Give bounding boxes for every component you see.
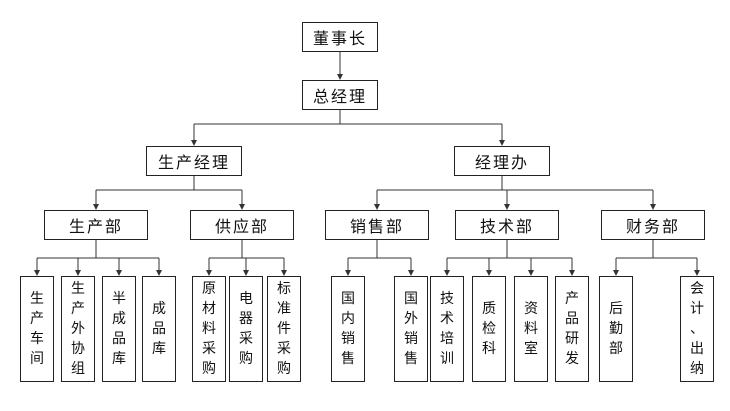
- arrowhead: [239, 204, 245, 210]
- arrowhead: [504, 204, 510, 210]
- arrowhead: [499, 140, 505, 146]
- technology-dept-box: 技术部: [455, 210, 559, 240]
- unit-quality-inspection: 质检科: [472, 276, 506, 382]
- chairman-box: 董事长: [302, 22, 378, 52]
- unit-product-rd: 产品研发: [555, 276, 589, 382]
- arrowhead: [694, 270, 700, 276]
- arrowhead: [281, 270, 287, 276]
- production-dept-box: 生产部: [44, 210, 148, 240]
- arrowhead: [408, 270, 414, 276]
- arrowhead: [486, 270, 492, 276]
- manager-office-box: 经理办: [454, 146, 550, 176]
- arrowhead: [191, 140, 197, 146]
- unit-logistics: 后勤部: [599, 276, 633, 382]
- arrowhead: [75, 270, 81, 276]
- arrowhead: [116, 270, 122, 276]
- unit-finished-store: 成品库: [142, 276, 176, 382]
- arrowhead: [93, 204, 99, 210]
- unit-archive-room: 资料室: [514, 276, 548, 382]
- production-manager-box: 生产经理: [146, 146, 242, 176]
- arrowhead: [444, 270, 450, 276]
- arrowhead: [345, 270, 351, 276]
- arrowhead: [374, 204, 380, 210]
- unit-foreign-sales: 国外销售: [394, 276, 428, 382]
- sales-dept-box: 销售部: [325, 210, 429, 240]
- unit-electrical-purchase: 电器采购: [229, 276, 263, 382]
- arrowhead: [34, 270, 40, 276]
- arrowhead: [156, 270, 162, 276]
- general-manager-box: 总经理: [302, 80, 378, 110]
- arrowhead: [528, 270, 534, 276]
- arrowhead: [569, 270, 575, 276]
- unit-raw-material-purchase: 原材料采购: [192, 276, 226, 382]
- supply-dept-box: 供应部: [190, 210, 294, 240]
- unit-standard-parts-purchase: 标准件采购: [267, 276, 301, 382]
- unit-semi-finished-store: 半成品库: [102, 276, 136, 382]
- unit-accounting-cashier: 会计、出纳: [680, 276, 714, 382]
- finance-dept-box: 财务部: [601, 210, 705, 240]
- unit-outsourcing-group: 生产外协组: [61, 276, 95, 382]
- unit-technical-training: 技术培训: [430, 276, 464, 382]
- unit-domestic-sales: 国内销售: [331, 276, 365, 382]
- arrowhead: [337, 74, 343, 80]
- arrowhead: [206, 270, 212, 276]
- unit-production-workshop: 生产车间: [20, 276, 54, 382]
- arrowhead: [613, 270, 619, 276]
- arrowhead: [650, 204, 656, 210]
- arrowhead: [243, 270, 249, 276]
